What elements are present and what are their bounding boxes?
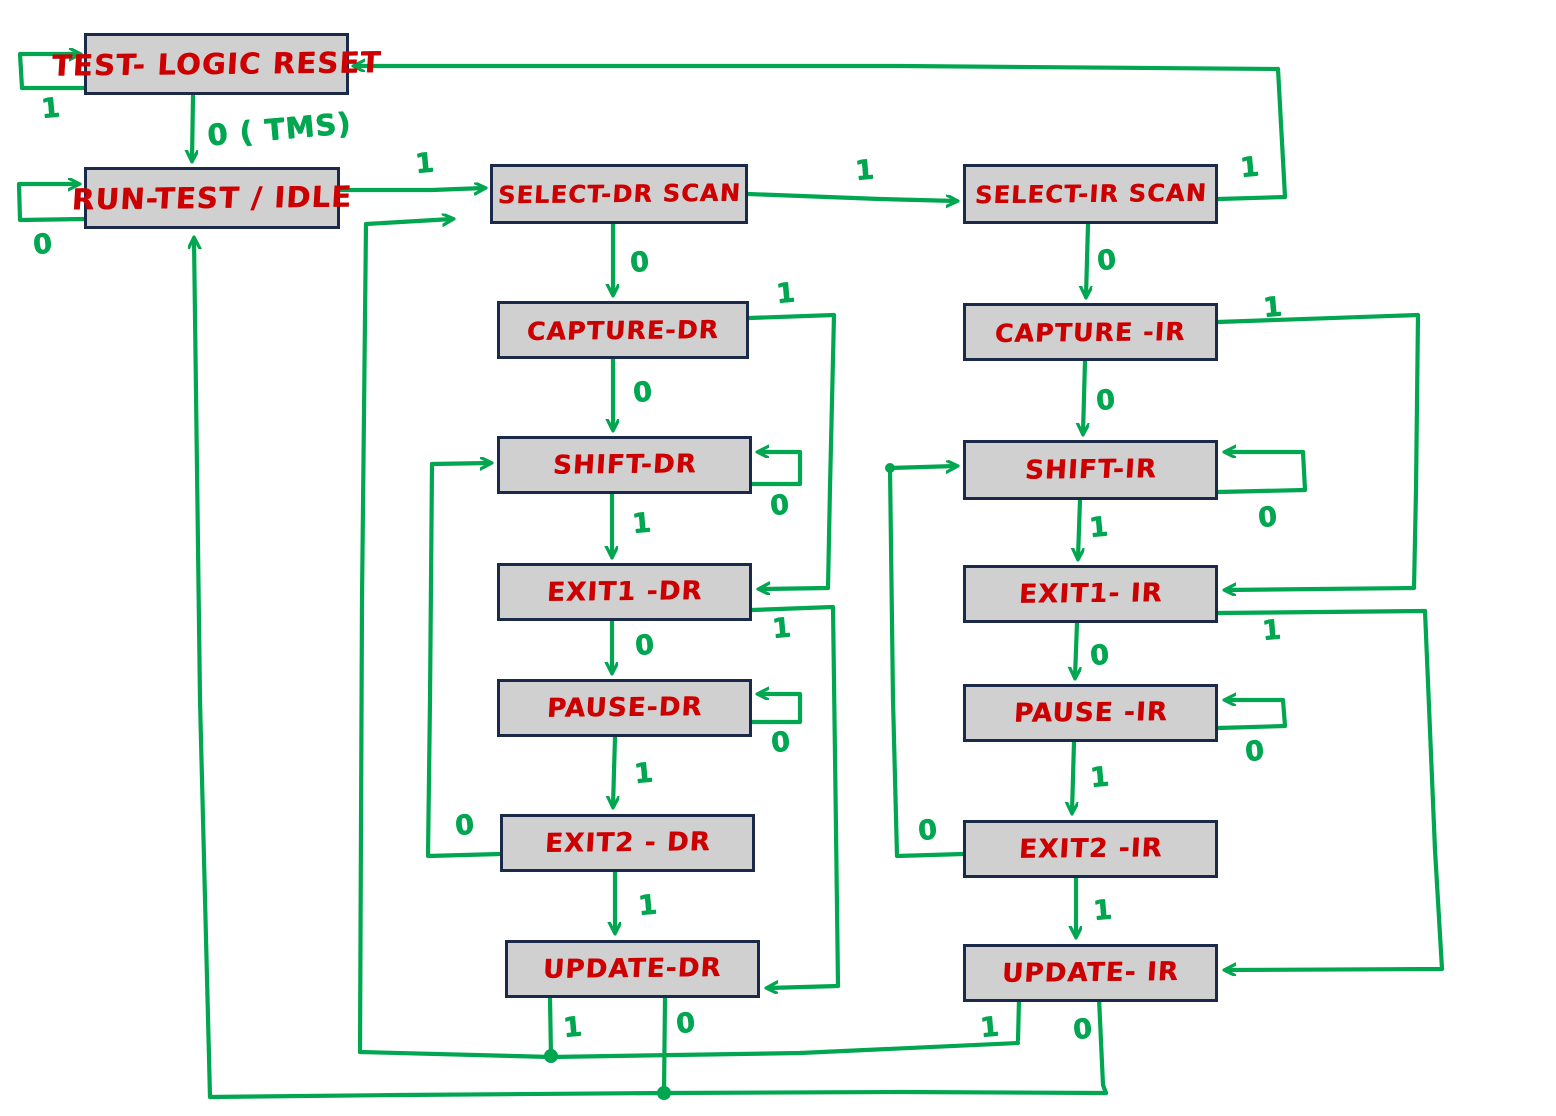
bus1-to-seldr [357, 219, 452, 1055]
edge-updr-to-bus1 [547, 995, 554, 1059]
state-box-test-logic-reset[interactable]: TEST- LOGIC RESET [51, 33, 382, 95]
state-label-shift-dr: SHIFT-DR [551, 449, 698, 481]
state-box-capture-ir[interactable]: CAPTURE -IR [963, 303, 1218, 361]
state-box-exit2-ir[interactable]: EXIT2 -IR [963, 820, 1218, 878]
state-label-select-ir-scan: SELECT-IR SCAN [973, 178, 1208, 210]
edge-label-exit1-dr-to-pause-dr: 0 [633, 629, 656, 662]
edge-pir-self [1215, 700, 1288, 731]
edge-upir-to-bus2 [1096, 995, 1109, 1096]
junction-dot-shir-branch [885, 463, 895, 473]
edge-label-capture-ir-to-exit1-ir: 1 [1261, 291, 1284, 324]
edge-label-exit2-dr-to-update-dr: 1 [636, 889, 659, 922]
state-label-capture-dr: CAPTURE-DR [526, 314, 720, 346]
edge-capir-to-shir [1083, 358, 1085, 433]
edge-shir-self [1215, 452, 1308, 495]
state-box-select-ir-scan[interactable]: SELECT-IR SCAN [963, 164, 1218, 224]
edge-label-exit1-dr-to-update-dr: 1 [770, 612, 793, 645]
edge-label-exit2-ir-to-update-ir: 1 [1091, 894, 1114, 927]
edge-label-capture-dr-to-exit1-dr: 1 [774, 277, 797, 310]
edge-label-shift-dr-self: 0 [768, 489, 791, 522]
state-label-exit2-ir: EXIT2 -IR [1017, 833, 1164, 865]
state-box-exit1-ir[interactable]: EXIT1- IR [963, 565, 1218, 623]
edge-pir-to-ex2ir [1072, 739, 1074, 812]
edge-label-pause-dr-self: 0 [769, 726, 792, 759]
edge-ex1ir-to-upir [1215, 608, 1445, 970]
edge-shir-to-ex1ir [1078, 497, 1080, 558]
state-box-update-ir[interactable]: UPDATE- IR [963, 944, 1218, 1002]
edge-label-shift-dr-to-exit1-dr: 1 [630, 507, 653, 540]
bus1-horizontal [357, 1040, 1021, 1060]
edge-updr-to-bus2 [661, 995, 668, 1096]
edge-label-select-ir-to-capture-ir: 0 [1095, 244, 1118, 277]
edge-rti-to-seldr [337, 188, 484, 190]
edge-ex2dr-to-shdr [425, 463, 503, 859]
bus2-horizontal [207, 1089, 1109, 1100]
edge-label-tlr-to-rti: 0 ( TMS) [205, 105, 353, 153]
state-box-update-dr[interactable]: UPDATE-DR [505, 940, 760, 998]
edge-label-pause-dr-to-exit2-dr: 1 [632, 757, 655, 790]
state-label-exit1-ir: EXIT1- IR [1017, 578, 1164, 610]
edge-ex1ir-to-pir [1075, 620, 1077, 677]
state-box-exit2-dr[interactable]: EXIT2 - DR [500, 814, 755, 872]
edge-label-pause-ir-self: 0 [1243, 735, 1266, 768]
state-box-select-dr-scan[interactable]: SELECT-DR SCAN [490, 164, 748, 224]
state-box-shift-ir[interactable]: SHIFT-IR [963, 440, 1218, 500]
edge-label-select-ir-to-tlr: 1 [1238, 151, 1261, 184]
state-label-shift-ir: SHIFT-IR [1023, 454, 1158, 486]
edge-label-select-dr-to-select-ir: 1 [853, 154, 876, 187]
state-box-exit1-dr[interactable]: EXIT1 -DR [497, 563, 752, 621]
edge-label-exit1-ir-to-update-ir: 1 [1260, 614, 1283, 647]
state-box-pause-dr[interactable]: PAUSE-DR [497, 679, 752, 737]
edge-pdr-self [749, 694, 803, 725]
edge-tlr-to-rti [192, 93, 193, 160]
edge-label-capture-ir-to-shift-ir: 0 [1094, 384, 1117, 417]
edge-label-tlr-self: 1 [39, 92, 62, 125]
edge-label-select-dr-to-capture-dr: 0 [628, 246, 651, 279]
state-label-update-dr: UPDATE-DR [542, 953, 723, 985]
state-box-shift-dr[interactable]: SHIFT-DR [497, 436, 752, 494]
edge-capdr-to-ex1dr [746, 312, 837, 589]
edge-label-exit1-ir-to-pause-ir: 0 [1088, 639, 1111, 672]
junction-dot-bus2 [657, 1086, 671, 1100]
edge-label-shift-ir-self: 0 [1256, 501, 1279, 534]
state-label-select-dr-scan: SELECT-DR SCAN [496, 178, 742, 210]
junction-dot-bus1 [544, 1049, 558, 1063]
edge-seldr-to-selir [745, 191, 956, 201]
edge-shdr-self [749, 452, 803, 487]
edge-label-rti-self: 0 [31, 228, 54, 261]
edge-ex2ir-to-shir [887, 466, 966, 859]
edge-label-shift-ir-to-exit1-ir: 1 [1087, 511, 1110, 544]
edge-label-update-ir-to-rti: 0 [1071, 1013, 1094, 1046]
bus2-to-rti [194, 239, 213, 1100]
state-label-exit1-dr: EXIT1 -DR [545, 576, 704, 608]
state-label-run-test-idle: RUN-TEST / IDLE [70, 179, 354, 217]
state-box-capture-dr[interactable]: CAPTURE-DR [497, 301, 749, 359]
state-box-pause-ir[interactable]: PAUSE -IR [963, 684, 1218, 742]
edge-label-exit2-ir-to-shift-ir: 0 [916, 814, 939, 847]
state-label-pause-dr: PAUSE-DR [545, 692, 704, 724]
edge-label-capture-dr-to-shift-dr: 0 [631, 376, 654, 409]
edge-label-rti-to-select-dr: 1 [413, 147, 436, 180]
edge-label-update-dr-to-select-dr: 1 [561, 1011, 584, 1044]
edge-label-update-dr-to-rti: 0 [674, 1007, 697, 1040]
state-box-run-test-idle[interactable]: RUN-TEST / IDLE [71, 167, 353, 229]
edge-pdr-to-ex2dr [613, 734, 615, 806]
edge-label-update-ir-to-select-dr: 1 [978, 1011, 1001, 1044]
edge-label-exit2-dr-to-shift-dr: 0 [453, 809, 476, 842]
state-label-test-logic-reset: TEST- LOGIC RESET [50, 45, 383, 83]
state-label-exit2-dr: EXIT2 - DR [543, 827, 712, 859]
state-label-update-ir: UPDATE- IR [1001, 957, 1180, 989]
state-label-capture-ir: CAPTURE -IR [994, 316, 1187, 348]
state-label-pause-ir: PAUSE -IR [1012, 697, 1169, 729]
edge-label-pause-ir-to-exit2-ir: 1 [1088, 761, 1111, 794]
edge-ex1dr-to-updr [749, 604, 841, 988]
edge-selir-to-capir [1086, 221, 1088, 296]
edge-capir-to-ex1ir [1215, 312, 1421, 590]
